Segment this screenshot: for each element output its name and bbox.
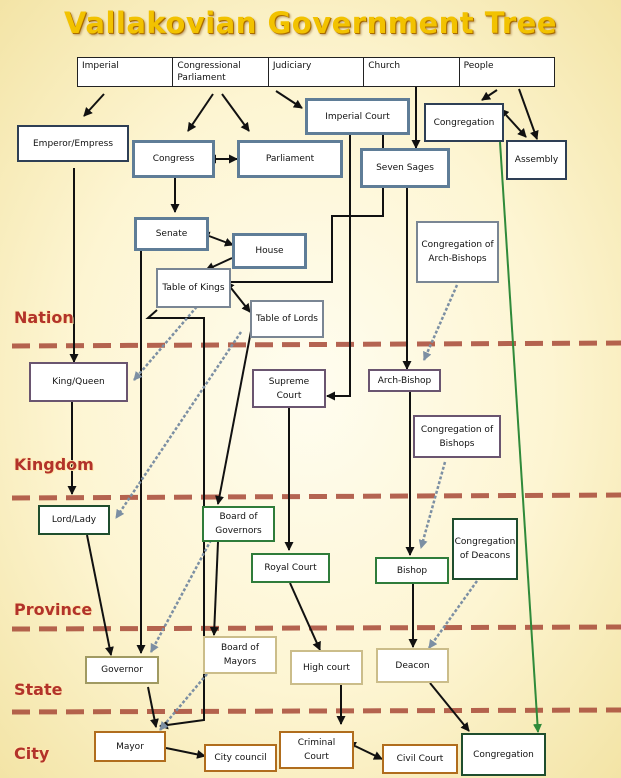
divider-state bbox=[11, 707, 621, 715]
level-dividers bbox=[11, 340, 621, 715]
node-congregation-archbishops: Congregation of Arch-Bishops bbox=[416, 221, 499, 283]
arrow-lord-governor bbox=[86, 534, 114, 656]
node-deacon: Deacon bbox=[376, 648, 449, 683]
hierarchy-arrows bbox=[67, 87, 539, 760]
node-parliament: Parliament bbox=[237, 140, 343, 178]
node-governor: Governor bbox=[85, 656, 159, 684]
arrow-governor-mayor bbox=[147, 686, 159, 728]
node-seven-sages: Seven Sages bbox=[360, 148, 450, 188]
arrow-congparl-parliament bbox=[221, 93, 250, 132]
church-influence-arrows bbox=[114, 284, 479, 731]
arrow-people-assembly bbox=[518, 88, 539, 140]
node-imperial-court: Imperial Court bbox=[305, 98, 410, 135]
arrow-boardgov-boardmayors bbox=[209, 541, 219, 636]
node-civil-court: Civil Court bbox=[382, 744, 458, 774]
node-congress: Congress bbox=[132, 140, 215, 178]
arrow-congregation-assembly bbox=[499, 108, 527, 138]
level-nation: Nation bbox=[14, 308, 74, 327]
branch-header-table: Imperial Congressional Parliament Judici… bbox=[77, 57, 555, 87]
node-house: House bbox=[232, 233, 307, 269]
node-assembly: Assembly bbox=[506, 140, 567, 180]
branch-congressional-parliament: Congressional Parliament bbox=[173, 58, 269, 86]
node-king-queen: King/Queen bbox=[29, 362, 128, 402]
branch-people: People bbox=[463, 61, 494, 71]
node-congregation-top: Congregation bbox=[424, 103, 504, 142]
node-mayor: Mayor bbox=[94, 731, 166, 762]
dotted-arrow-deacons bbox=[427, 580, 479, 649]
level-city: City bbox=[14, 744, 50, 763]
arrow-lords-boardgovernors bbox=[215, 330, 252, 505]
arrow-congparl-congress bbox=[187, 93, 214, 132]
divider-province bbox=[11, 624, 621, 632]
node-congregation-deacons: Congregation of Deacons bbox=[452, 518, 518, 580]
arrow-judiciary-imperialcourt bbox=[275, 90, 303, 109]
node-supreme-court: Supreme Court bbox=[252, 369, 326, 408]
dotted-arrow-boardgov-governor bbox=[149, 539, 213, 653]
node-archbishop: Arch-Bishop bbox=[368, 369, 441, 392]
arrow-senate-house bbox=[200, 231, 234, 247]
divider-nation bbox=[11, 340, 621, 349]
node-royal-court: Royal Court bbox=[251, 553, 330, 583]
arrow-criminal-civil bbox=[346, 741, 383, 760]
node-senate: Senate bbox=[134, 217, 209, 251]
node-emperor: Emperor/Empress bbox=[17, 125, 129, 162]
node-congregation-bishops: Congregation of Bishops bbox=[413, 415, 501, 458]
node-board-of-mayors: Board of Mayors bbox=[203, 636, 277, 674]
level-province: Province bbox=[14, 600, 93, 619]
node-table-of-lords: Table of Lords bbox=[250, 300, 324, 338]
branch-imperial: Imperial bbox=[78, 58, 174, 86]
node-criminal-court: Criminal Court bbox=[279, 731, 354, 769]
level-kingdom: Kingdom bbox=[14, 455, 94, 474]
divider-kingdom bbox=[11, 492, 621, 501]
node-high-court: High court bbox=[290, 650, 363, 685]
arrow-mayor-citycouncil bbox=[165, 747, 206, 759]
dotted-arrow-archbishops bbox=[422, 284, 459, 361]
node-table-of-kings: Table of Kings bbox=[156, 268, 231, 308]
dotted-arrow-boardmayors-mayor bbox=[159, 673, 208, 731]
node-lord-lady: Lord/Lady bbox=[38, 505, 110, 535]
arrow-kings-lords bbox=[225, 280, 251, 313]
node-congregation-city: Congregation bbox=[461, 733, 546, 776]
arrow-congregation-city bbox=[499, 141, 542, 733]
node-board-of-governors: Board of Governors bbox=[202, 506, 275, 542]
dotted-arrow-kings-king bbox=[133, 302, 201, 381]
arrow-royal-high bbox=[289, 582, 321, 651]
node-city-council: City council bbox=[204, 744, 277, 772]
branch-church: Church bbox=[364, 58, 460, 86]
arrow-kings-mayor bbox=[145, 309, 205, 730]
node-bishop: Bishop bbox=[375, 557, 449, 584]
branch-judiciary: Judiciary bbox=[269, 58, 365, 86]
arrow-imperial-emperor bbox=[83, 93, 105, 117]
diagram-title: Vallakovian Government Tree bbox=[64, 6, 557, 40]
arrow-people-congregation bbox=[481, 89, 498, 101]
dotted-arrow-bishops bbox=[418, 461, 447, 549]
dotted-arrow-lords-lord bbox=[114, 331, 243, 519]
arrow-deacon-congregation bbox=[429, 682, 470, 732]
level-state: State bbox=[14, 680, 63, 699]
